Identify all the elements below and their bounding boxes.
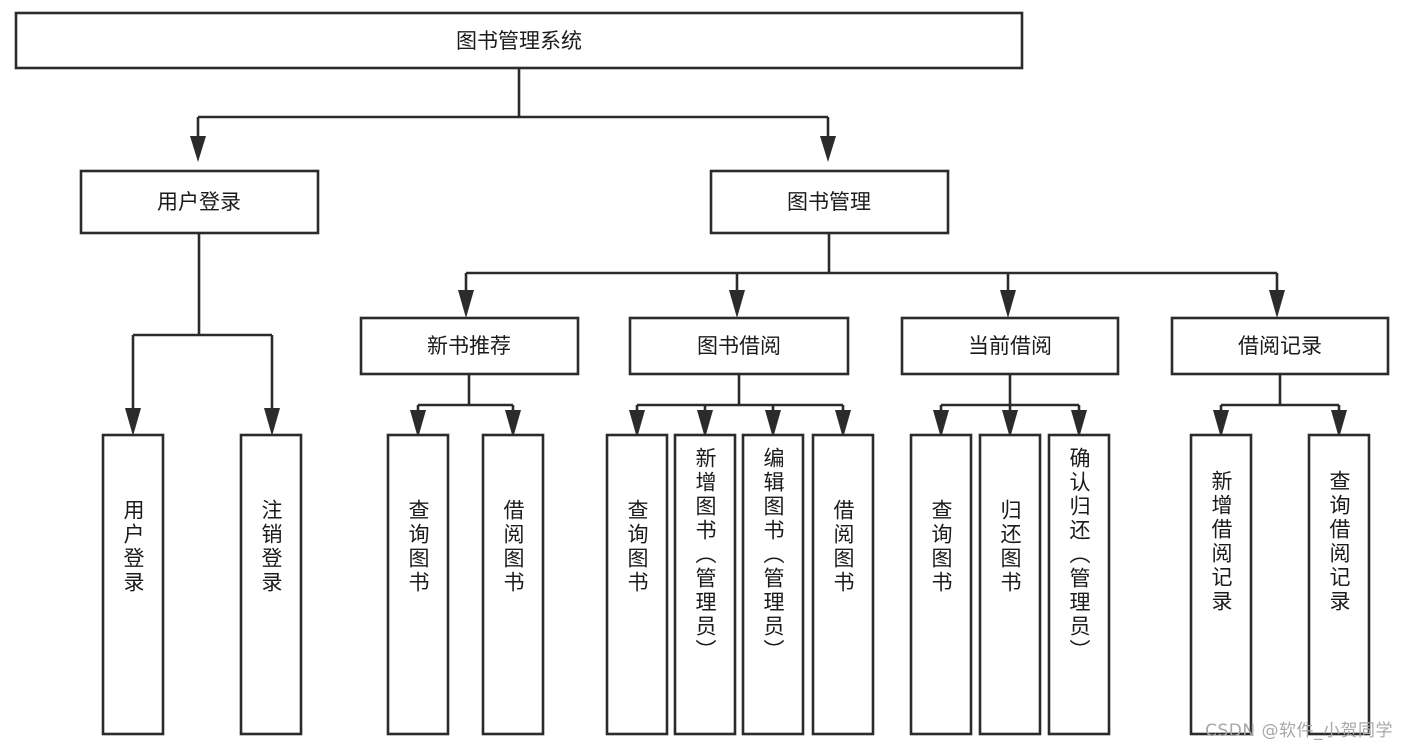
node-book-manage-box[interactable]: [709, 169, 950, 235]
node-leaf-confirm-return-box[interactable]: [1047, 433, 1111, 736]
node-leaf-logout[interactable]: 注销登录: [239, 433, 303, 736]
node-leaf-add-book[interactable]: 新增图书（管理员）: [673, 433, 737, 736]
node-book-borrow[interactable]: 图书借阅: [628, 316, 850, 376]
node-borrow-record-box[interactable]: [1170, 316, 1390, 376]
node-leaf-add-record-box[interactable]: [1189, 433, 1253, 736]
arrow-head-leaf-add-record: [1213, 410, 1229, 438]
node-book-borrow-box[interactable]: [628, 316, 850, 376]
node-leaf-query-book-1-box[interactable]: [386, 433, 450, 736]
node-current-borrow[interactable]: 当前借阅: [900, 316, 1120, 376]
connector-root-to-level2: [190, 68, 836, 162]
arrow-head-leaf-borrow-book-2: [835, 410, 851, 438]
node-leaf-logout-label: 注销登录: [259, 499, 283, 595]
arrow-head-leaf-edit-book: [765, 410, 781, 438]
connector-new-book-recommend-to-leaves: [410, 374, 521, 438]
arrow-head-book-borrow: [729, 290, 745, 318]
node-book-borrow-label: 图书借阅: [697, 334, 781, 358]
node-book-manage[interactable]: 图书管理: [709, 169, 950, 235]
node-leaf-add-book-box[interactable]: [673, 433, 737, 736]
node-leaf-query-book-2-label: 查询图书: [625, 499, 649, 595]
arrow-head-leaf-query-record: [1331, 410, 1347, 438]
arrow-head-current-borrow: [1000, 290, 1016, 318]
node-user-login[interactable]: 用户登录: [79, 169, 320, 235]
node-leaf-return-book-box[interactable]: [978, 433, 1042, 736]
node-current-borrow-box[interactable]: [900, 316, 1120, 376]
node-leaf-edit-book[interactable]: 编辑图书（管理员）: [741, 433, 805, 736]
arrow-head-leaf-add-book: [697, 410, 713, 438]
node-leaf-borrow-book-1-box[interactable]: [481, 433, 545, 736]
connector-book-borrow-to-leaves: [629, 374, 851, 438]
node-leaf-add-book-label: 新增图书（管理员）: [693, 447, 717, 663]
node-leaf-query-book-3-label: 查询图书: [929, 499, 953, 595]
node-leaf-edit-book-label: 编辑图书（管理员）: [761, 447, 785, 663]
connector-user-login-to-leaves: [125, 233, 280, 436]
node-leaf-user-login-box[interactable]: [101, 433, 165, 736]
arrow-head-user-login: [190, 136, 206, 162]
node-leaf-return-book[interactable]: 归还图书: [978, 433, 1042, 736]
arrow-head-borrow-record: [1269, 290, 1285, 318]
node-leaf-borrow-book-2-label: 借阅图书: [831, 499, 855, 595]
node-leaf-edit-book-box[interactable]: [741, 433, 805, 736]
node-root-box[interactable]: [14, 11, 1024, 70]
node-leaf-query-record[interactable]: 查询借阅记录: [1307, 433, 1371, 736]
node-leaf-confirm-return[interactable]: 确认归还（管理员）: [1047, 433, 1111, 736]
node-leaf-confirm-return-label: 确认归还（管理员）: [1067, 447, 1091, 663]
node-leaf-query-record-box[interactable]: [1307, 433, 1371, 736]
connector-borrow-record-to-leaves: [1213, 374, 1347, 438]
arrow-head-leaf-confirm-return: [1071, 410, 1087, 438]
arrow-head-leaf-query-book-3: [933, 410, 949, 438]
node-leaf-user-login-label: 用户登录: [121, 499, 145, 595]
node-borrow-record-label: 借阅记录: [1238, 334, 1322, 358]
node-current-borrow-label: 当前借阅: [968, 334, 1052, 358]
node-leaf-query-book-3[interactable]: 查询图书: [909, 433, 973, 736]
node-leaf-query-book-2[interactable]: 查询图书: [605, 433, 669, 736]
arrow-head-leaf-borrow-book-1: [505, 410, 521, 438]
node-user-login-label: 用户登录: [157, 190, 241, 214]
arrow-head-leaf-logout: [264, 408, 280, 436]
node-leaf-add-record[interactable]: 新增借阅记录: [1189, 433, 1253, 736]
node-leaf-borrow-book-1[interactable]: 借阅图书: [481, 433, 545, 736]
node-leaf-query-record-label: 查询借阅记录: [1327, 470, 1351, 614]
node-leaf-query-book-1-label: 查询图书: [406, 499, 430, 595]
node-leaf-add-record-label: 新增借阅记录: [1209, 470, 1233, 614]
node-leaf-query-book-3-box[interactable]: [909, 433, 973, 736]
node-leaf-borrow-book-2[interactable]: 借阅图书: [811, 433, 875, 736]
node-leaf-borrow-book-1-label: 借阅图书: [501, 499, 525, 595]
node-leaf-return-book-label: 归还图书: [998, 499, 1022, 595]
node-leaf-query-book-1[interactable]: 查询图书: [386, 433, 450, 736]
node-new-book-recommend-label: 新书推荐: [427, 334, 511, 358]
arrow-head-leaf-query-book-2: [629, 410, 645, 438]
arrow-head-new-book-recommend: [458, 290, 474, 318]
arrow-head-leaf-user-login: [125, 408, 141, 436]
node-root[interactable]: 图书管理系统: [14, 11, 1024, 70]
node-leaf-logout-box[interactable]: [239, 433, 303, 736]
csdn-watermark: CSDN @软件_小贺同学: [1205, 721, 1393, 741]
node-root-label: 图书管理系统: [456, 29, 582, 53]
node-user-login-box[interactable]: [79, 169, 320, 235]
node-leaf-borrow-book-2-box[interactable]: [811, 433, 875, 736]
node-new-book-recommend[interactable]: 新书推荐: [359, 316, 580, 376]
connector-book-manage-to-level3: [458, 233, 1285, 318]
arrow-head-book-manage: [820, 136, 836, 162]
node-new-book-recommend-box[interactable]: [359, 316, 580, 376]
node-book-manage-label: 图书管理: [787, 190, 871, 214]
arrow-head-leaf-return-book: [1002, 410, 1018, 438]
node-leaf-query-book-2-box[interactable]: [605, 433, 669, 736]
node-leaf-user-login[interactable]: 用户登录: [101, 433, 165, 736]
arrow-head-leaf-query-book-1: [410, 410, 426, 438]
connector-current-borrow-to-leaves: [933, 374, 1087, 438]
node-borrow-record[interactable]: 借阅记录: [1170, 316, 1390, 376]
